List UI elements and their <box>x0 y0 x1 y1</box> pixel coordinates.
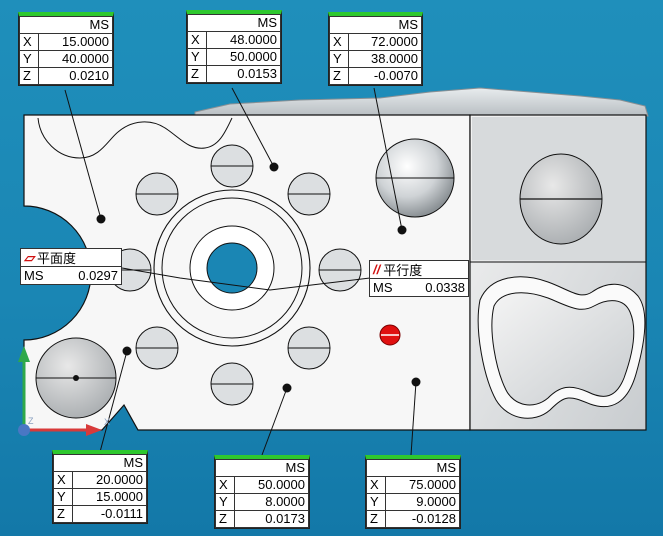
axis-label: X <box>215 476 235 494</box>
coord-value: -0.0128 <box>385 510 460 528</box>
coord-value: 0.0173 <box>234 510 309 528</box>
coord-value: 8.0000 <box>234 493 309 511</box>
coord-value: 75.0000 <box>385 476 460 494</box>
flatness-key: MS <box>24 268 44 283</box>
axis-label: Y <box>187 48 207 66</box>
axis-label: Z <box>329 67 349 85</box>
parallelism-label: 平行度 <box>383 263 423 278</box>
axis-label: X <box>19 33 39 51</box>
axis-label: Z <box>215 510 235 528</box>
callout-header: MS <box>53 454 147 472</box>
measure-points <box>96 162 421 393</box>
coord-value: 48.0000 <box>206 31 281 49</box>
coord-value: 40.0000 <box>38 50 113 68</box>
coord-value: 15.0000 <box>72 488 147 506</box>
coord-value: 20.0000 <box>72 471 147 489</box>
parallelism-callout[interactable]: // 平行度 MS 0.0338 <box>369 260 469 297</box>
coord-value: 50.0000 <box>234 476 309 494</box>
parallelism-icon: // <box>373 262 381 277</box>
callout-header: MS <box>329 16 422 34</box>
axis-label: Y <box>366 493 386 511</box>
parallelism-value: 0.0338 <box>425 280 465 295</box>
axis-label: Y <box>53 488 73 506</box>
coord-value: -0.0070 <box>348 67 422 85</box>
axis-label: Z <box>19 67 39 85</box>
axis-label: X <box>187 31 207 49</box>
callout-header: MS <box>366 459 460 477</box>
coord-value: 38.0000 <box>348 50 422 68</box>
part-back-ridge <box>194 87 649 117</box>
leader-lines <box>64 87 417 456</box>
axis-label: Y <box>215 493 235 511</box>
coord-value: 50.0000 <box>206 48 281 66</box>
callout-header: MS <box>19 16 113 34</box>
center-hole <box>206 242 258 294</box>
boss-mid <box>161 197 303 339</box>
flatness-icon: ▱ <box>24 249 34 265</box>
axis-label: Z <box>187 65 207 83</box>
coord-value: 0.0153 <box>206 65 281 83</box>
flatness-value: 0.0297 <box>78 268 118 283</box>
wavy-slot <box>37 117 233 159</box>
axis-label: Z <box>366 510 386 528</box>
axis-label: Z <box>53 505 73 523</box>
bolt-circle-holes <box>108 144 362 406</box>
pocket-inner <box>491 292 635 406</box>
axis-label: Y <box>19 50 39 68</box>
parallelism-key: MS <box>373 280 393 295</box>
flatness-callout[interactable]: ▱ 平面度 MS 0.0297 <box>20 248 122 285</box>
coord-value: 9.0000 <box>385 493 460 511</box>
coord-value: 15.0000 <box>38 33 113 51</box>
x-axis-label: X <box>104 417 110 427</box>
coord-value: 0.0210 <box>38 67 113 85</box>
axis-label: X <box>53 471 73 489</box>
axis-label: X <box>366 476 386 494</box>
axis-label: X <box>329 33 349 51</box>
callout-header: MS <box>215 459 309 477</box>
axis-triad: Z X <box>18 346 110 436</box>
flatness-label: 平面度 <box>37 251 77 266</box>
coord-value: 72.0000 <box>348 33 422 51</box>
coord-value: -0.0111 <box>72 505 147 523</box>
boss-outer <box>153 189 311 347</box>
callout-header: MS <box>187 14 281 32</box>
axis-label: Y <box>329 50 349 68</box>
z-axis-label: Z <box>28 416 34 426</box>
